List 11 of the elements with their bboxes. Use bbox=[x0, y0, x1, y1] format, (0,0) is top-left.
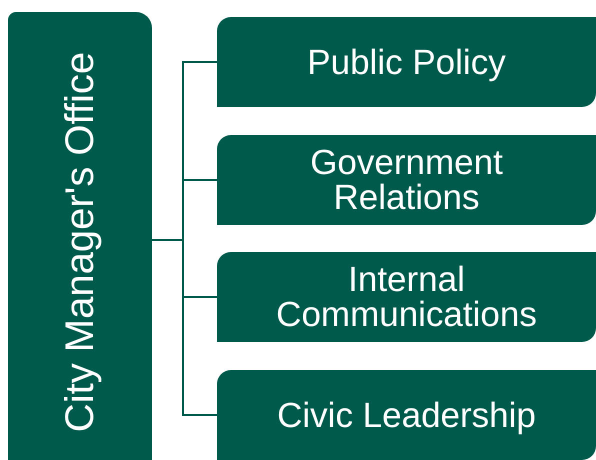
unit-title: Internal Communications bbox=[275, 262, 538, 332]
connector-line bbox=[152, 239, 217, 416]
unit-box bbox=[217, 370, 596, 460]
unit-box bbox=[217, 252, 596, 342]
department-box bbox=[8, 12, 152, 460]
unit-title: Government Relations bbox=[309, 145, 504, 215]
unit-box bbox=[217, 17, 596, 107]
unit-title: Civic Leadership bbox=[277, 398, 536, 432]
unit-box bbox=[217, 135, 596, 225]
department-title: City Manager's Office bbox=[59, 50, 101, 434]
unit-title: Public Policy bbox=[307, 44, 506, 80]
